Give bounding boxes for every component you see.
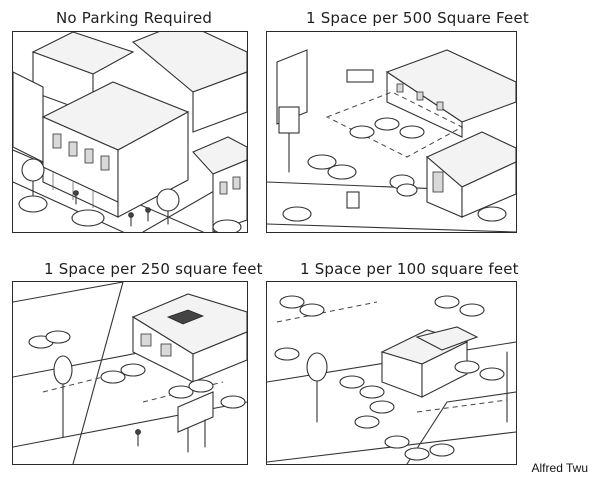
- panel-1-per-100: [266, 281, 517, 465]
- panel-1-per-250: [12, 281, 248, 465]
- panel-1-per-500: [266, 31, 517, 233]
- panel-title-250: 1 Space per 250 square feet: [44, 260, 263, 278]
- artist-credit: Alfred Twu: [531, 461, 588, 475]
- illustration-1-per-100: [267, 295, 516, 464]
- illustration-no-parking: [13, 32, 247, 232]
- illustration-1-per-500: [267, 49, 516, 232]
- panel-no-parking: [12, 31, 248, 233]
- panel-title-100: 1 Space per 100 square feet: [300, 260, 519, 278]
- illustration-1-per-250: [13, 282, 247, 464]
- panel-title-no-parking: No Parking Required: [56, 9, 213, 27]
- panel-title-500: 1 Space per 500 Square Feet: [306, 9, 529, 27]
